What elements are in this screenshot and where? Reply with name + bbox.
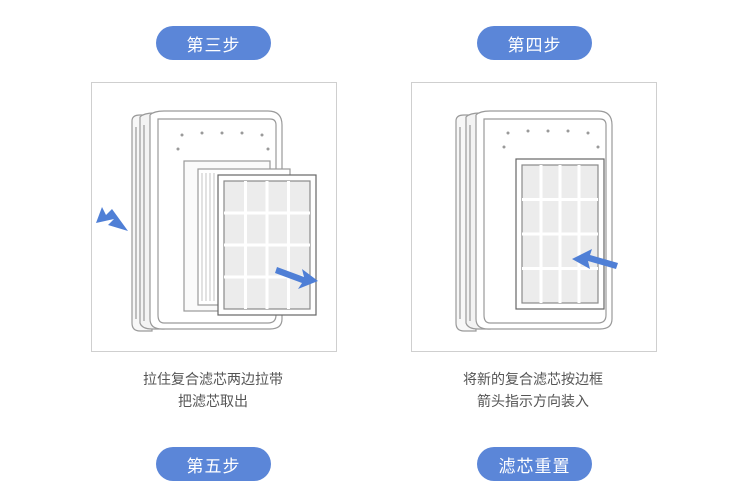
step-4-caption: 将新的复合滤芯按边框 箭头指示方向装入 [408,369,658,413]
step-3-caption-line-2: 把滤芯取出 [178,394,248,410]
step-4-badge: 第四步 [477,26,592,60]
step-4-illustration [411,82,657,352]
filter-reset-badge: 滤芯重置 [477,447,592,481]
step-3-illustration [91,82,337,352]
step-4-caption-line-1: 将新的复合滤芯按边框 [463,372,603,388]
step-3-caption: 拉住复合滤芯两边拉带 把滤芯取出 [88,369,338,413]
step-3-badge: 第三步 [156,26,271,60]
step-4-caption-line-2: 箭头指示方向装入 [477,394,589,410]
purifier-remove-filter-drawing [96,110,318,332]
step-5-badge: 第五步 [156,447,271,481]
step-3-caption-line-1: 拉住复合滤芯两边拉带 [143,372,283,388]
purifier-insert-filter-drawing [455,110,618,332]
